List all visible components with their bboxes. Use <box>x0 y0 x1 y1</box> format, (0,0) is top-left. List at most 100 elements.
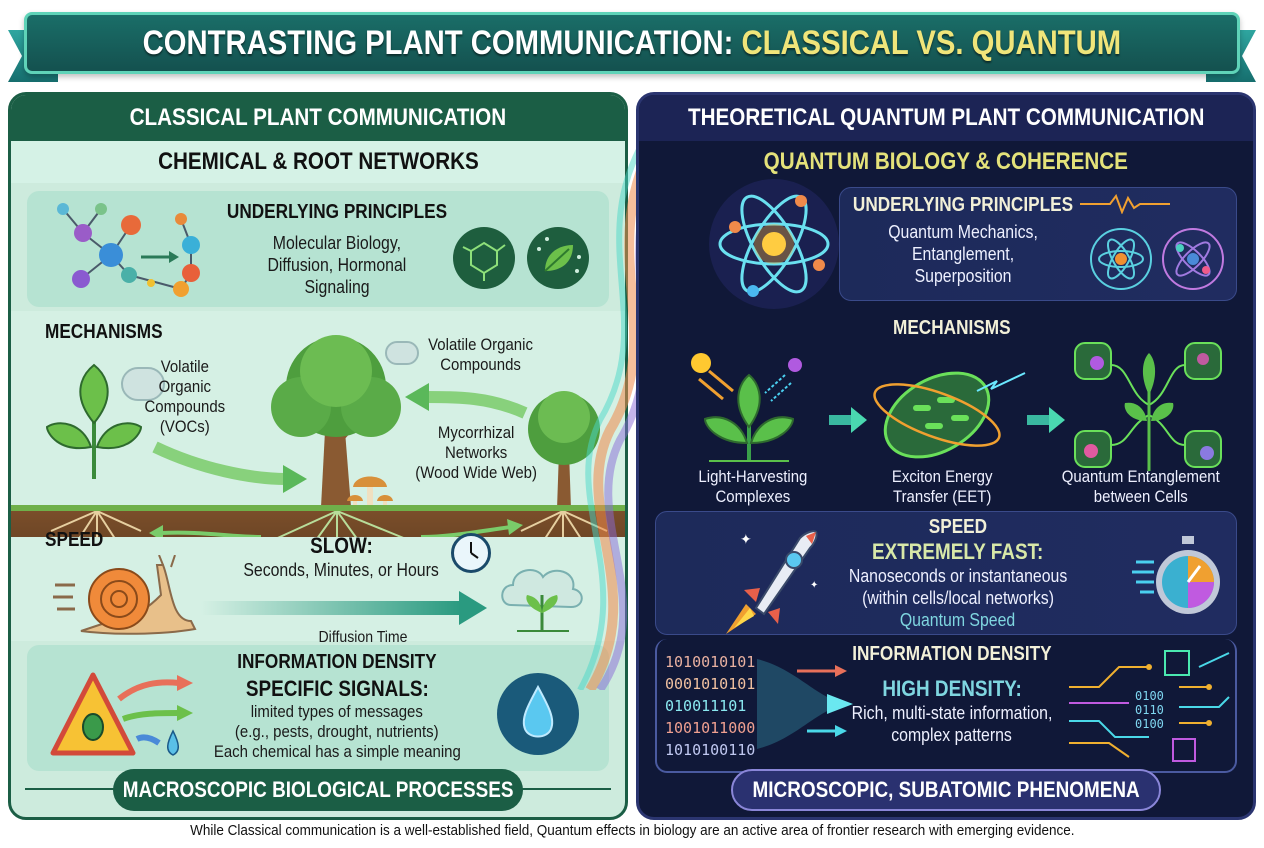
quantum-speed-section: ✦✦ SPEED EXTREMELY FAST: Nanoseconds or … <box>655 511 1237 635</box>
footer-rule-right <box>491 788 611 790</box>
atom-small-icon <box>1090 228 1152 290</box>
info-line: complex patterns <box>891 725 1013 745</box>
circuit-board-icon <box>1069 650 1230 762</box>
page-title: CONTRASTING PLANT COMMUNICATION: CLASSIC… <box>143 24 1121 63</box>
title-banner: CONTRASTING PLANT COMMUNICATION: CLASSIC… <box>0 0 1264 92</box>
principles-line: Diffusion, Hormonal <box>267 255 407 275</box>
speed-line: (within cells/local networks) <box>862 588 1054 608</box>
flow-arrow-icon <box>829 407 867 433</box>
circuit-bit-row: 0100 <box>1135 689 1164 703</box>
svg-text:✦: ✦ <box>810 580 818 591</box>
classical-header-text: CLASSICAL PLANT COMMUNICATION <box>129 104 507 131</box>
title-prefix: CONTRASTING PLANT COMMUNICATION: <box>142 23 742 62</box>
classical-principles-title: UNDERLYING PRINCIPLES <box>226 201 448 223</box>
molecule-network-icon <box>57 203 200 297</box>
info-line: Each chemical has a simple meaning <box>213 742 461 761</box>
diffusion-time-label: Diffusion Time <box>318 629 408 646</box>
flow-arrow-icon <box>1027 407 1065 433</box>
binary-stream-graphic: 1010010101 0001010101 010011101 10010110… <box>665 651 845 763</box>
rocket-icon: ✦✦ <box>726 530 818 634</box>
info-line: (e.g., pests, drought, nutrients) <box>235 722 439 741</box>
quantum-mechanisms-section: MECHANISMS <box>639 307 1253 507</box>
principles-line: Superposition <box>914 266 1012 286</box>
small-plant-icon <box>45 363 143 479</box>
quantum-principles-section: UNDERLYING PRINCIPLES Quantum Mechanics,… <box>839 187 1237 301</box>
quantum-footer-text: MICROSCOPIC, SUBATOMIC PHENOMENA <box>752 777 1140 802</box>
classical-footer-text: MACROSCOPIC BIOLOGICAL PROCESSES <box>122 777 514 802</box>
classical-mechanisms-section: MECHANISMS Volatile Organic Compounds (V… <box>11 311 625 581</box>
info-line: limited types of messages <box>250 702 424 721</box>
classical-panel: CLASSICAL PLANT COMMUNICATION CHEMICAL &… <box>8 92 628 820</box>
classical-header: CLASSICAL PLANT COMMUNICATION <box>11 95 625 141</box>
binary-row: 0001010101 <box>665 675 756 693</box>
high-density-label: HIGH DENSITY: <box>882 676 1022 701</box>
classical-principles-section: UNDERLYING PRINCIPLES Molecular Biology,… <box>27 191 609 307</box>
extremely-fast-label: EXTREMELY FAST: <box>872 539 1044 564</box>
classical-subheader: CHEMICAL & ROOT NETWORKS <box>11 141 625 183</box>
quantum-subheader: QUANTUM BIOLOGY & COHERENCE <box>639 141 1253 183</box>
entangled-cells-icon <box>1074 342 1222 471</box>
principles-line: Signaling <box>304 277 370 297</box>
leaf-particles-icon <box>527 227 589 289</box>
caption-text: While Classical communication is a well-… <box>189 822 1075 839</box>
snail-icon <box>53 555 197 635</box>
title-highlight: CLASSICAL VS. QUANTUM <box>741 23 1122 62</box>
chloroplast-exciton-icon <box>873 371 1026 459</box>
classical-footer-pill: MACROSCOPIC BIOLOGICAL PROCESSES <box>113 769 523 811</box>
binary-row: 1001011000 <box>665 719 756 737</box>
speed-line: Nanoseconds or instantaneous <box>848 566 1068 586</box>
quantum-subheader-text: QUANTUM BIOLOGY & COHERENCE <box>763 148 1129 175</box>
principles-line: Molecular Biology, <box>272 233 402 253</box>
speed-slow-label: SLOW: <box>309 533 373 558</box>
quantum-speed-tag: Quantum Speed <box>900 610 1016 630</box>
quantum-info-section: 1010010101 0001010101 010011101 10010110… <box>655 639 1237 773</box>
mycorrhizal-label: Mycorrhizal Networks (Wood Wide Web) <box>415 423 537 482</box>
entangled-atom-icon <box>1162 228 1224 290</box>
quantum-mechanisms-title: MECHANISMS <box>893 317 1011 339</box>
title-ribbon: CONTRASTING PLANT COMMUNICATION: CLASSIC… <box>24 12 1240 74</box>
voc-right-label: Volatile Organic Compounds <box>428 335 533 374</box>
binary-row: 1010010101 <box>665 653 756 671</box>
water-drop-icon <box>497 673 579 755</box>
quantum-header: THEORETICAL QUANTUM PLANT COMMUNICATION <box>639 95 1253 141</box>
voc-left-label: Volatile Organic Compounds (VOCs) <box>144 357 226 436</box>
quantum-info-title: INFORMATION DENSITY <box>852 643 1052 665</box>
chemical-structure-icon <box>453 227 515 289</box>
circuit-bit-row: 0110 <box>1135 703 1164 717</box>
footer-rule-left <box>25 788 145 790</box>
circuit-bits-graphic: 0100 0110 0100 <box>1135 689 1164 731</box>
mushroom-icon <box>347 476 393 509</box>
classical-subheader-text: CHEMICAL & ROOT NETWORKS <box>157 148 479 175</box>
quantum-principles-title: UNDERLYING PRINCIPLES <box>852 194 1074 216</box>
large-tree-icon <box>271 335 401 507</box>
voc-arrow-left-icon <box>405 383 528 419</box>
light-harvesting-plant-icon <box>691 353 802 462</box>
diffusion-time-wrap: Diffusion Time <box>233 627 493 649</box>
classical-speed-section: SPEED SLOW: Seconds, Minutes, or Hours D… <box>11 529 625 646</box>
voc-arrow-right-icon <box>152 441 307 493</box>
atom-large-icon <box>709 179 839 309</box>
binary-row: 010011101 <box>665 697 747 715</box>
circuit-bit-row: 0100 <box>1135 717 1164 731</box>
quantum-speed-title: SPEED <box>928 516 988 538</box>
voc-cloud-icon <box>121 367 165 401</box>
speed-detail: Seconds, Minutes, or Hours <box>243 560 439 580</box>
quantum-footer-pill: MICROSCOPIC, SUBATOMIC PHENOMENA <box>731 769 1161 811</box>
principles-line: Entanglement, <box>911 244 1015 264</box>
svg-text:✦: ✦ <box>740 531 752 547</box>
classical-info-section: INFORMATION DENSITY SPECIFIC SIGNALS: li… <box>27 645 609 771</box>
info-line: Rich, multi-state information, <box>851 703 1053 723</box>
stopwatch-icon <box>1132 536 1220 614</box>
diffusion-arrow-icon <box>201 591 487 625</box>
specific-signals-label: SPECIFIC SIGNALS: <box>245 676 429 701</box>
classical-info-title: INFORMATION DENSITY <box>237 651 437 673</box>
pest-warning-icon <box>50 672 193 756</box>
quantum-panel: THEORETICAL QUANTUM PLANT COMMUNICATION … <box>636 92 1256 820</box>
footnote-caption: While Classical communication is a well-… <box>0 822 1264 839</box>
data-funnel-arrow-icon <box>757 659 853 749</box>
grass-line <box>11 505 625 511</box>
cloud-sprout-icon <box>501 569 583 632</box>
